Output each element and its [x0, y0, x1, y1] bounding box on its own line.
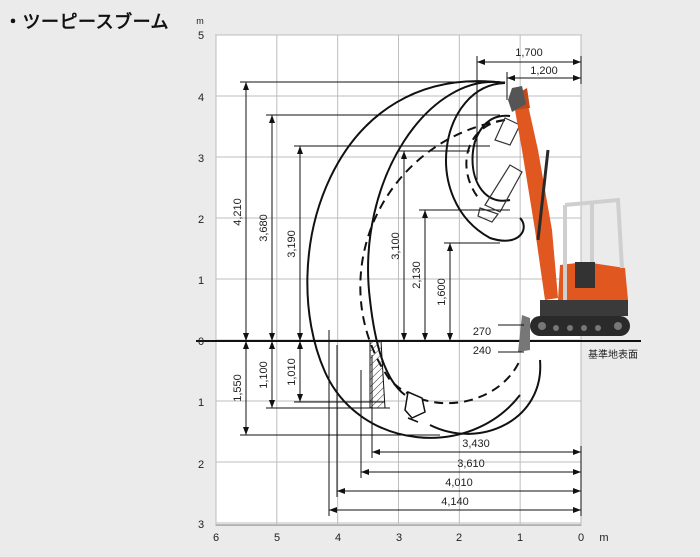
- dim-label-4140: 4,140: [441, 496, 469, 508]
- y-tick-label: 1: [198, 275, 204, 287]
- y-tick-label: 2: [198, 459, 204, 471]
- dim-label-4010: 4,010: [445, 477, 473, 489]
- y-tick-label: 3: [198, 519, 204, 531]
- dim-label-2130: 2,130: [411, 261, 423, 289]
- y-tick-label: 3: [198, 153, 204, 165]
- working-envelope: [306, 80, 542, 439]
- bucket-ghost: [477, 207, 499, 223]
- dim-label-1010: 1,010: [286, 358, 298, 386]
- dashed-envelope-curve: [359, 119, 521, 405]
- bucket-envelope-curve: [445, 82, 525, 242]
- x-unit-label: m: [599, 532, 608, 544]
- x-tick-label: 5: [274, 532, 280, 544]
- excavator-boom: [515, 105, 558, 300]
- x-tick-label: 4: [335, 532, 341, 544]
- horizontal-dimension-labels: 1,700 1,200 3,430 3,610 4,010 4,140 270 …: [441, 47, 558, 508]
- y-tick-label: 1: [198, 397, 204, 409]
- dim-label-3430: 3,430: [462, 438, 490, 450]
- x-axis: 6 5 4 3 2 1 0: [213, 532, 584, 544]
- dim-label-1600: 1,600: [436, 278, 448, 306]
- excavator-track: [530, 316, 630, 336]
- y-unit-label: m: [196, 16, 204, 26]
- ground-label: 基準地表面: [588, 348, 638, 361]
- dimension-lines: [240, 56, 582, 516]
- dimension-arrows: [243, 59, 581, 513]
- excavator-bucket: [508, 86, 526, 112]
- x-tick-label: 1: [517, 532, 523, 544]
- lower-envelope-curve: [429, 359, 542, 435]
- y-tick-label: 0: [198, 336, 204, 348]
- dim-label-3680: 3,680: [258, 214, 270, 242]
- vertical-dimension-labels: 4,210 3,680 3,190 3,100 2,130 1,600 1,55…: [232, 198, 448, 402]
- dim-label-1100: 1,100: [258, 361, 270, 389]
- dim-label-4210: 4,210: [232, 198, 244, 226]
- y-tick-label: 4: [198, 92, 204, 104]
- dim-label-240: 240: [473, 345, 491, 357]
- excavator-body-lower: [540, 300, 628, 316]
- dim-label-3190: 3,190: [286, 230, 298, 258]
- page-title: ・ツーピースブーム: [4, 12, 170, 33]
- blade: [518, 315, 530, 352]
- y-axis: 5 4 3 2 1 0 1 2 3: [198, 30, 204, 531]
- x-tick-label: 6: [213, 532, 219, 544]
- dim-label-3610: 3,610: [457, 458, 485, 470]
- dim-label-1200: 1,200: [530, 65, 558, 77]
- y-tick-label: 2: [198, 214, 204, 226]
- dim-label-1700: 1,700: [515, 47, 543, 59]
- bucket-at-depth-icon: [404, 390, 426, 423]
- excavator-seat: [575, 262, 595, 288]
- boom-cylinder: [536, 149, 550, 241]
- dim-label-270: 270: [473, 326, 491, 338]
- inner-envelope-curve: [367, 80, 506, 396]
- x-tick-label: 3: [396, 532, 402, 544]
- excavator-cab-frame: [563, 197, 624, 300]
- x-tick-label: 0: [578, 532, 584, 544]
- x-tick-label: 2: [456, 532, 462, 544]
- dim-label-1550: 1,550: [232, 374, 244, 402]
- y-tick-label: 5: [198, 30, 204, 42]
- outer-envelope-curve: [306, 80, 521, 439]
- excavator-illustration: [508, 86, 630, 352]
- dim-label-3100: 3,100: [390, 232, 402, 260]
- bucket-inner-curve: [471, 114, 511, 202]
